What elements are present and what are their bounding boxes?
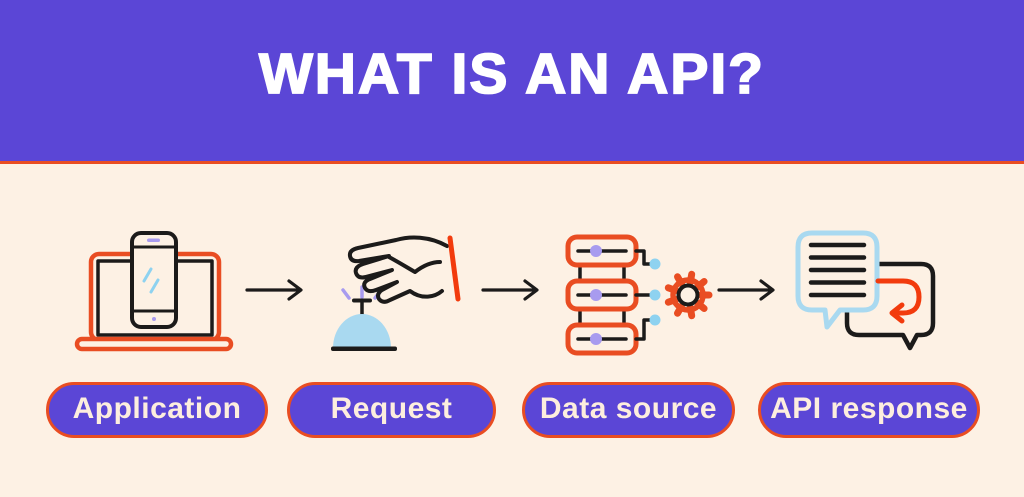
laptop-base bbox=[74, 336, 234, 352]
service-bell bbox=[331, 285, 397, 351]
gear-icon bbox=[664, 270, 713, 320]
bell-dome bbox=[333, 314, 391, 348]
pill-label: Data source bbox=[539, 391, 718, 425]
screen-shine bbox=[142, 267, 160, 294]
server-gear-icon bbox=[565, 234, 713, 356]
laptop-phone-icon bbox=[74, 231, 234, 352]
arrow-right-icon bbox=[481, 279, 539, 301]
server-links bbox=[578, 263, 626, 327]
header-banner: WHAT IS AN API? bbox=[0, 0, 1024, 164]
hand-bell-icon bbox=[331, 235, 461, 351]
text-lines bbox=[808, 242, 867, 298]
label-pill-data-source: Data source bbox=[522, 382, 735, 438]
pill-label: Application bbox=[72, 391, 242, 425]
arrow-right-icon bbox=[717, 279, 775, 301]
hand bbox=[347, 235, 449, 304]
page-title: WHAT IS AN API? bbox=[258, 41, 765, 107]
arrow-right-icon bbox=[245, 279, 303, 301]
label-pill-application: Application bbox=[46, 382, 268, 438]
pill-label: API response bbox=[770, 391, 968, 425]
label-pill-api-response: API response bbox=[758, 382, 980, 438]
wires bbox=[634, 249, 652, 341]
chat-bubbles-icon bbox=[795, 230, 936, 351]
phone-speaker bbox=[147, 238, 160, 242]
phone bbox=[130, 231, 178, 329]
server-row bbox=[565, 278, 639, 312]
diagram-body: Application Request Data source API resp… bbox=[0, 164, 1024, 494]
server-row bbox=[565, 234, 639, 268]
return-arrow bbox=[875, 278, 922, 324]
label-pill-request: Request bbox=[287, 382, 496, 438]
phone-home-dot bbox=[152, 317, 156, 321]
pill-label: Request bbox=[330, 391, 453, 425]
bell-base bbox=[331, 346, 397, 351]
server-row bbox=[565, 322, 639, 356]
wrist-slash bbox=[447, 235, 461, 302]
